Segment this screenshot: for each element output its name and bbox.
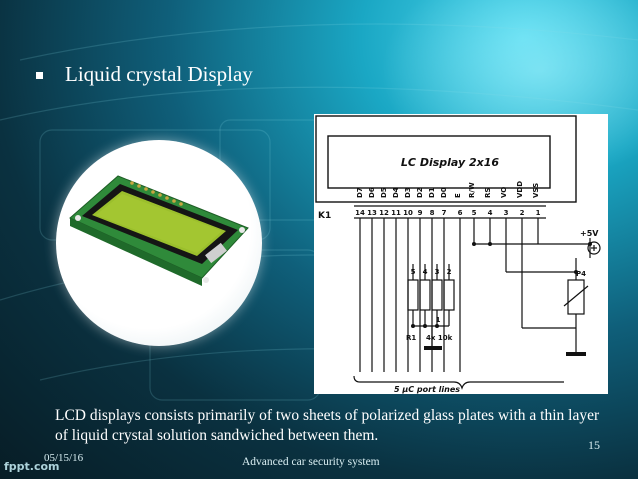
- pin-number: 10: [403, 209, 413, 217]
- body-text: LCD displays consists primarily of two s…: [55, 407, 600, 444]
- pin-name-d3: D3: [404, 187, 412, 198]
- resistor-value: 4x 10k: [426, 334, 453, 342]
- pin-name-vo: VO: [500, 187, 508, 198]
- display-label: LC Display 2x16: [401, 156, 499, 169]
- pin-name-e: E: [454, 193, 462, 198]
- pin-name-rs: RS: [484, 188, 492, 198]
- page-number: 15: [588, 438, 600, 452]
- watermark-logo: fppt.com: [4, 460, 60, 473]
- pin-number: 3: [504, 209, 509, 217]
- pin-number: 7: [442, 209, 447, 217]
- pin-name-d1: D1: [428, 187, 436, 198]
- pin-number: 12: [379, 209, 389, 217]
- ground-symbol: [424, 346, 442, 350]
- pin-name-vdd: VDD: [516, 181, 524, 198]
- pin-name-vss: VSS: [532, 183, 540, 198]
- pin-number: 9: [418, 209, 423, 217]
- schematic-diagram: LC Display 2x16 K1 D7 D6 D5 D4 D3 D2 D1 …: [315, 115, 601, 394]
- footer-date: 05/15/16: [44, 452, 84, 464]
- pin-number: 13: [367, 209, 377, 217]
- connector-label: K1: [318, 211, 331, 221]
- pin-number: 6: [458, 209, 463, 217]
- square-bullet-icon: [36, 72, 43, 79]
- pin-name-d4: D4: [392, 187, 400, 198]
- resistor-pin: 3: [435, 268, 440, 276]
- heading-row: Liquid crystal Display: [36, 62, 253, 87]
- ground-symbol: [566, 352, 586, 356]
- supply-label: +5V: [580, 229, 599, 238]
- resistor-pin: 4: [423, 268, 428, 276]
- pin-number: 11: [391, 209, 401, 217]
- pin-number: 5: [472, 209, 477, 217]
- pin-name-d5: D5: [380, 187, 388, 198]
- footer-title: Advanced car security system: [242, 456, 380, 468]
- slide-heading: Liquid crystal Display: [65, 62, 253, 86]
- pin-number: 2: [520, 209, 525, 217]
- pin-number: 8: [430, 209, 435, 217]
- pot-label: P4: [576, 270, 586, 278]
- lcd-schematic: LC Display 2x16 K1 D7 D6 D5 D4 D3 D2 D1 …: [314, 114, 608, 394]
- lcd-module-illustration: [69, 175, 249, 286]
- pin-name-d0: D0: [440, 187, 448, 198]
- pin-number: 14: [355, 209, 365, 217]
- resistor-pin: 5: [411, 268, 416, 276]
- pin-number: 4: [488, 209, 493, 217]
- lcd-module-photo: [56, 140, 262, 346]
- pin-name-d7: D7: [356, 187, 364, 198]
- resistor-label: R1: [406, 334, 416, 342]
- resistor-pin: 2: [447, 268, 452, 276]
- port-lines-label: 5 µC port lines: [394, 385, 460, 394]
- pin-name-rw: R/W: [468, 182, 476, 198]
- pin-number: 1: [536, 209, 541, 217]
- pin-name-d6: D6: [368, 187, 376, 198]
- resistor-common-pin: 1: [436, 316, 441, 324]
- pin-name-d2: D2: [416, 187, 424, 198]
